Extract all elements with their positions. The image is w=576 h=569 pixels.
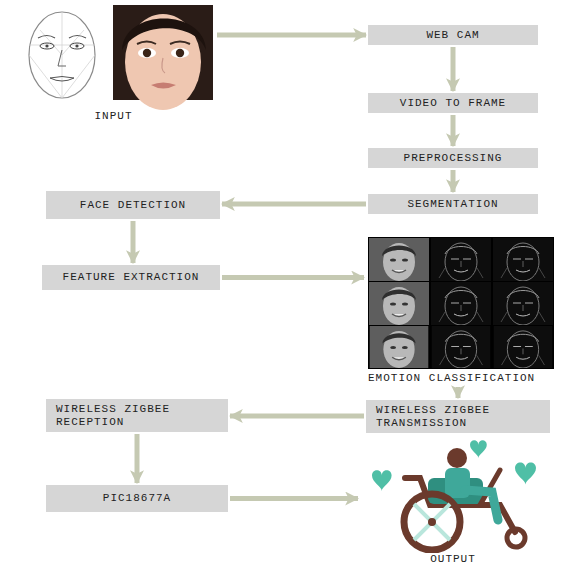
flow-arrow <box>217 33 366 38</box>
process-box: WIRELESS ZIGBEE RECEPTION <box>46 399 228 432</box>
node-label: FEATURE EXTRACTION <box>52 271 210 284</box>
process-box: VIDEO TO FRAME <box>368 93 538 113</box>
node-label: INPUT <box>14 110 213 123</box>
node-label: WIRELESS ZIGBEE RECEPTION <box>56 403 218 429</box>
process-box: FEATURE EXTRACTION <box>42 265 220 290</box>
node-label: VIDEO TO FRAME <box>378 97 528 110</box>
node-label: OUTPUT <box>362 553 544 566</box>
node-label: PIC18677A <box>56 492 218 505</box>
flow-arrow <box>222 275 364 280</box>
node-label: PREPROCESSING <box>378 152 528 165</box>
process-box: PREPROCESSING <box>368 148 538 168</box>
node-label: WIRELESS ZIGBEE TRANSMISSION <box>376 404 540 430</box>
flow-arrow <box>135 434 140 483</box>
flow-arrow <box>451 47 456 91</box>
flow-arrow <box>230 414 364 419</box>
process-box: WIRELESS ZIGBEE TRANSMISSION <box>366 400 550 433</box>
flow-arrow <box>222 202 366 207</box>
flow-arrow <box>230 496 358 501</box>
process-box: FACE DETECTION <box>46 191 220 219</box>
process-box: PIC18677A <box>46 485 228 512</box>
wheelchair-illustration <box>372 440 536 550</box>
node-label: EMOTION CLASSIFICATION <box>368 372 568 385</box>
face-grid <box>368 237 554 369</box>
input-image: INPUT <box>12 5 215 123</box>
face-sketch <box>12 5 112 100</box>
face-portrait <box>113 5 213 110</box>
flow-arrow <box>451 170 456 192</box>
process-box: SEGMENTATION <box>368 194 538 214</box>
flow-arrow <box>131 221 136 263</box>
node-label: WEB CAM <box>378 29 528 42</box>
flow-arrow <box>456 387 461 398</box>
classification-image: EMOTION CLASSIFICATION <box>366 237 570 385</box>
node-label: SEGMENTATION <box>378 198 528 211</box>
flow-arrow <box>451 115 456 146</box>
node-label: FACE DETECTION <box>56 199 210 212</box>
output-image: OUTPUT <box>360 440 546 566</box>
process-box: WEB CAM <box>368 25 538 45</box>
